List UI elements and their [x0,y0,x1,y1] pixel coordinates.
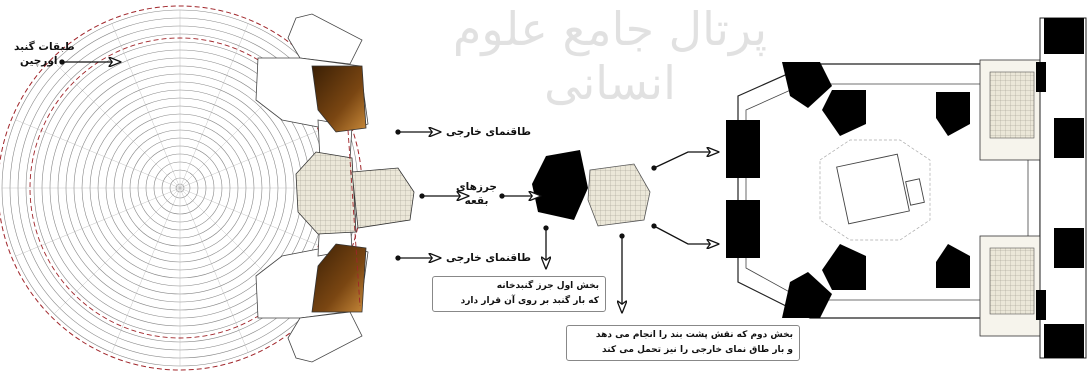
label-outer-arch-top: طاقنمای خارجی [446,126,531,138]
label-dome-layers-line1: طبقات گنبد [14,41,75,53]
label-squinch-line2: بقعه [464,195,489,207]
pier-guide-line [347,129,361,307]
callout-second-part-line1: بخش دوم که نقش پشت بند را انجام می دهد [595,330,793,340]
label-dome-layers: طبقات گنبد اورچین [14,40,75,68]
outer-arch-top-fill [311,65,367,133]
squinch-pier-right [351,167,415,229]
outer-arch-bottom-fill [311,243,367,313]
callout-first-part-line1: بخش اول جرز گنبدخانه [496,281,599,291]
leader-arrows [59,60,718,312]
label-dome-layers-line2: اورچین [20,55,58,67]
label-squinch: جرزهای بقعه [456,180,497,208]
squinch-pier-left [295,151,357,235]
watermark-text: پرتال جامع علوم انسانی [452,2,768,110]
callout-first-part: بخش اول جرز گنبدخانه که بار گنبد بر روی … [432,276,606,312]
floor-plan [726,17,1087,359]
label-outer-arch-bottom: طاقنمای خارجی [446,252,531,264]
pier-black-part [532,150,588,220]
callout-first-part-line2: که بار گنبد بر روی آن قرار دارد [460,296,599,306]
label-squinch-line1: جرزهای [456,181,497,193]
callout-second-part-line2: و بار طاق نمای خارجی را نیز تحمل می کند [602,345,793,355]
pier-hatched-part [587,163,651,227]
callout-second-part: بخش دوم که نقش پشت بند را انجام می دهد و… [566,325,800,361]
